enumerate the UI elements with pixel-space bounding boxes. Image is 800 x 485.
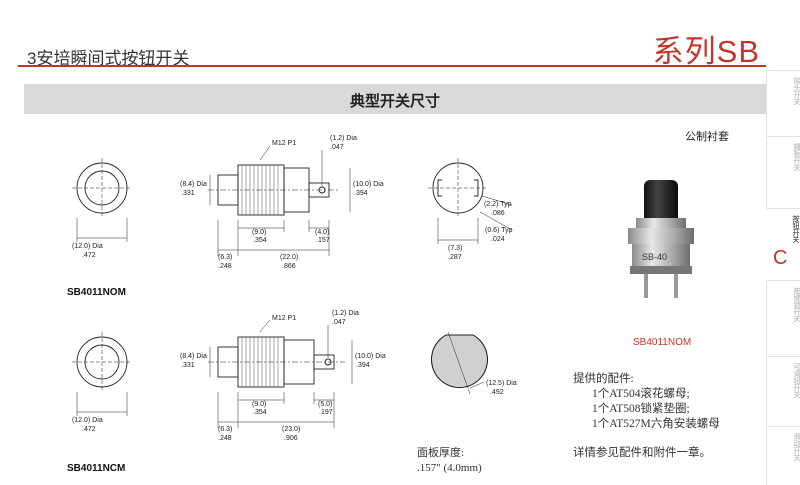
product-photo: SB-40	[628, 180, 694, 298]
dim-c-bottom-in: .248	[218, 435, 232, 442]
section-title: 典型开关尺寸	[349, 93, 440, 110]
dim-side-typ-b-mm: (0.6) Typ	[485, 227, 513, 234]
dim-thread-bottom: M12 P1	[272, 315, 296, 322]
dim-c-top-mm: (6.3)	[218, 254, 232, 261]
tab-marker: C	[773, 247, 788, 269]
notes-heading: 提供的配件:	[573, 373, 634, 385]
front-view-bottom	[72, 332, 132, 416]
dim-b-bottom-mm: (5.0)	[318, 401, 332, 408]
section-band: 典型开关尺寸	[24, 84, 766, 114]
notes-tail: 详情参见配件和附件一章。	[573, 447, 711, 459]
tab-label: 按键锁开关	[793, 287, 800, 322]
dims-top: (12.0) Dia .472 M12 P1 (1.2) Dia .047 (8…	[72, 135, 513, 270]
dim-side-typ-b-in: .024	[491, 236, 505, 243]
dims-bottom: (12.0) Dia .472 M12 P1 (1.2) Dia .047 (8…	[72, 310, 517, 442]
dim-d-bottom-mm: (23.0)	[282, 426, 300, 433]
dim-a-top-in: .354	[253, 237, 267, 244]
dim-front-dia-bottom-in: .472	[82, 426, 96, 433]
tab-label: 翘板开关	[793, 143, 800, 171]
side-view-bottom	[208, 319, 353, 428]
header-rule	[18, 65, 766, 67]
tab-rocker-lever[interactable]: 摇头开关	[767, 70, 800, 136]
dim-end-dia-top-in: .394	[354, 190, 368, 197]
notes-item: 1个AT508锁紧垫圈;	[592, 403, 690, 415]
dim-thread-top: M12 P1	[272, 140, 296, 147]
tab-pushbutton[interactable]: C 按钮开关	[766, 208, 800, 280]
dim-side-dia-in: .287	[448, 254, 462, 261]
dim-tip-dia-top-in: .047	[330, 144, 344, 151]
photo-caption: SB4011NOM	[633, 337, 692, 348]
dim-front-dia-bottom-mm: (12.0) Dia	[72, 417, 103, 424]
dim-a-bottom-mm: (9.0)	[252, 401, 266, 408]
part-label-bottom: SB4011NCM	[67, 463, 126, 474]
dim-side-typ-a-in: .086	[491, 210, 505, 217]
dim-panel-dia-mm: (12.5) Dia	[486, 380, 517, 387]
dim-body-dia-top-in: .331	[181, 190, 195, 197]
tab-slide[interactable]: 滑动开关	[767, 426, 800, 485]
page-title: 3安培瞬间式按钮开关	[27, 49, 190, 68]
dim-side-typ-a-mm: (2.2) Typ	[484, 201, 512, 208]
dim-end-dia-bottom-mm: (10.0) Dia	[355, 353, 386, 360]
dim-b-top-mm: (4.0)	[315, 229, 329, 236]
notes-item: 1个AT504滚花螺母;	[592, 388, 690, 400]
tab-label: 按钮开关	[792, 215, 799, 243]
panel-cutout-view	[431, 331, 488, 395]
photo-marking: SB-40	[642, 252, 667, 262]
dim-b-bottom-in: .197	[319, 409, 333, 416]
series-title: 系列SB	[652, 34, 760, 69]
dim-d-top-mm: (22.0)	[280, 254, 298, 261]
metric-bushing-title: 公制衬套	[685, 131, 729, 143]
dim-front-dia-top-mm: (12.0) Dia	[72, 243, 103, 250]
accessory-notes: 提供的配件: 1个AT504滚花螺母; 1个AT508锁紧垫圈; 1个AT527…	[573, 372, 720, 461]
tab-rocker[interactable]: 翘板开关	[767, 136, 800, 208]
tab-keylock[interactable]: 按键锁开关	[767, 280, 800, 356]
dim-tip-dia-top-mm: (1.2) Dia	[330, 135, 357, 142]
dim-c-bottom-mm: (6.3)	[218, 426, 232, 433]
dim-a-bottom-in: .354	[253, 409, 267, 416]
tab-adjustable[interactable]: 可调钮开关	[767, 356, 800, 426]
panel-thickness-note: 面板厚度: .157" (4.0mm)	[417, 446, 482, 476]
dim-d-bottom-in: .906	[284, 435, 298, 442]
dimension-drawings: (12.0) Dia .472 M12 P1 (1.2) Dia .047 (8…	[72, 135, 517, 442]
dim-tip-dia-bottom-mm: (1.2) Dia	[332, 310, 359, 317]
notes-item: 1个AT527M六角安装螺母	[592, 418, 720, 430]
part-label-top: SB4011NOM	[67, 287, 126, 298]
tab-label: 摇头开关	[793, 77, 800, 105]
dim-panel-dia-in: .492	[490, 389, 504, 396]
side-view-top	[208, 145, 351, 256]
dim-body-dia-bottom-in: .331	[181, 362, 195, 369]
dim-c-top-in: .248	[218, 263, 232, 270]
dim-body-dia-bottom-mm: (8.4) Dia	[180, 353, 207, 360]
tab-label: 滑动开关	[793, 433, 800, 461]
panel-thickness-label: 面板厚度:	[417, 447, 465, 459]
side-tabs: 摇头开关 翘板开关 C 按钮开关 按键锁开关 可调钮开关 滑动开关	[766, 70, 800, 485]
dim-d-top-in: .866	[282, 263, 296, 270]
front-view-top	[72, 158, 132, 242]
dim-side-dia-mm: (7.3)	[448, 245, 462, 252]
dim-a-top-mm: (9.0)	[252, 229, 266, 236]
dim-tip-dia-bottom-in: .047	[332, 319, 346, 326]
dim-end-dia-bottom-in: .394	[356, 362, 370, 369]
panel-thickness-value: .157" (4.0mm)	[417, 462, 482, 474]
end-view-top	[428, 158, 513, 244]
tab-label: 可调钮开关	[793, 363, 800, 398]
dim-end-dia-top-mm: (10.0) Dia	[353, 181, 384, 188]
dim-body-dia-top-mm: (8.4) Dia	[180, 181, 207, 188]
dim-b-top-in: .157	[316, 237, 330, 244]
dim-front-dia-top-in: .472	[82, 252, 96, 259]
